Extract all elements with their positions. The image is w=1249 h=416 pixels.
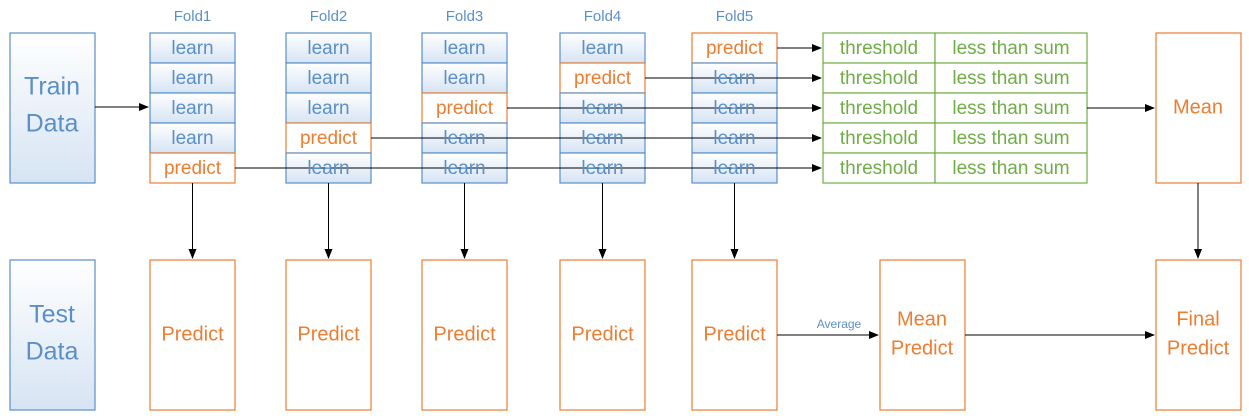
final-predict-label-line1: Final — [1176, 308, 1219, 330]
fold4-cell-2-label: predict — [574, 68, 632, 89]
rule-label-5: less than sum — [952, 158, 1069, 179]
fold1-cell-4-label: learn — [171, 128, 213, 149]
threshold-label-1: threshold — [840, 38, 918, 59]
fold3-cell-1-label: learn — [443, 38, 485, 59]
fold1-cell-5-label: predict — [164, 158, 222, 179]
fold2-cell-4 — [285, 122, 372, 154]
fold2-cell-2-label: learn — [307, 68, 349, 89]
fold4-predict-box — [559, 259, 646, 411]
threshold-label-3: threshold — [840, 98, 918, 119]
fold-title-5: Fold5 — [716, 8, 754, 25]
fold-title-1: Fold1 — [174, 8, 212, 25]
fold1-cell-2 — [149, 62, 236, 94]
average-label: Average — [817, 317, 862, 331]
mean-predict-label-line1: Mean — [897, 308, 947, 330]
rule-label-2: less than sum — [952, 68, 1069, 89]
rule-label-1: less than sum — [952, 38, 1069, 59]
test-data-box — [9, 259, 96, 411]
fold4-predict-label: Predict — [571, 323, 634, 345]
mean-predict-label-line2: Predict — [891, 337, 954, 359]
rule-label-4: less than sum — [952, 128, 1069, 149]
train-data-box — [9, 32, 96, 184]
fold2-cell-3-label: learn — [307, 98, 349, 119]
fold1-cell-1 — [149, 32, 236, 64]
fold4-cell-4-label: learn — [581, 128, 623, 149]
fold5-cell-5-label: learn — [713, 158, 755, 179]
fold5-cell-2-label: learn — [713, 68, 755, 89]
fold1-cell-3-label: learn — [171, 98, 213, 119]
train-data-label-line2: Data — [26, 110, 79, 138]
final-predict-label-line2: Predict — [1167, 337, 1230, 359]
fold4-cell-1 — [559, 32, 646, 64]
fold4-cell-3-label: learn — [581, 98, 623, 119]
fold1-predict-label: Predict — [161, 323, 224, 345]
fold5-cell-3-label: learn — [713, 98, 755, 119]
fold-title-4: Fold4 — [584, 8, 622, 25]
fold1-cell-2-label: learn — [171, 68, 213, 89]
fold5-predict-label: Predict — [703, 323, 766, 345]
fold1-cell-4 — [149, 122, 236, 154]
rule-cell-3 — [934, 92, 1088, 124]
fold5-cell-1-label: predict — [706, 38, 764, 59]
fold3-predict-label: Predict — [433, 323, 496, 345]
rule-cell-5 — [934, 152, 1088, 184]
fold4-cell-5-label: learn — [581, 158, 623, 179]
threshold-label-5: threshold — [840, 158, 918, 179]
fold3-cell-2-label: learn — [443, 68, 485, 89]
test-data-label-line1: Test — [29, 301, 75, 329]
fold4-cell-1-label: learn — [581, 38, 623, 59]
fold2-cell-4-label: predict — [300, 128, 358, 149]
fold3-cell-4-label: learn — [443, 128, 485, 149]
fold3-cell-3-label: predict — [436, 98, 494, 119]
fold5-cell-4-label: learn — [713, 128, 755, 149]
train-data-label-line1: Train — [24, 73, 80, 101]
fold4-cell-2 — [559, 62, 646, 94]
test-data-label-line2: Data — [26, 338, 79, 366]
fold2-predict-label: Predict — [297, 323, 360, 345]
fold2-cell-1-label: learn — [307, 38, 349, 59]
fold-title-3: Fold3 — [446, 8, 484, 25]
threshold-label-2: threshold — [840, 68, 918, 89]
fold3-predict-box — [421, 259, 508, 411]
fold2-predict-box — [285, 259, 372, 411]
fold2-cell-5-label: learn — [307, 158, 349, 179]
final-predict-box — [1155, 259, 1242, 411]
fold1-cell-1-label: learn — [171, 38, 213, 59]
fold2-cell-2 — [285, 62, 372, 94]
threshold-cell-1 — [822, 32, 936, 64]
fold1-predict-box — [149, 259, 236, 411]
fold-title-2: Fold2 — [310, 8, 348, 25]
threshold-label-4: threshold — [840, 128, 918, 149]
fold3-cell-5-label: learn — [443, 158, 485, 179]
fold3-cell-2 — [421, 62, 508, 94]
mean-label: Mean — [1173, 96, 1223, 118]
threshold-cell-4 — [822, 122, 936, 154]
rule-label-3: less than sum — [952, 98, 1069, 119]
mean-predict-box — [879, 259, 966, 411]
